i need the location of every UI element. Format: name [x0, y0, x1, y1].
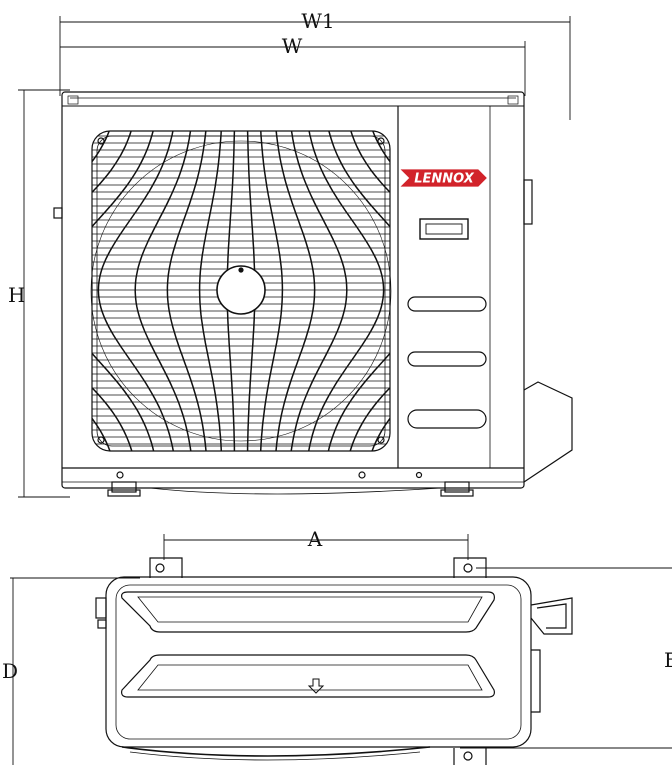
dimension-lines-top: [10, 534, 672, 765]
foot-left: [111, 481, 137, 493]
top-plan-view: [10, 534, 672, 765]
handle-slot-3: [407, 409, 487, 429]
grille-rib: [92, 131, 133, 451]
fan-grille: [90, 130, 392, 452]
unit-body-top: [105, 576, 532, 748]
grille-rib: [97, 131, 175, 451]
grille-rib: [134, 131, 192, 451]
grille-rib: [327, 131, 390, 451]
front-elevation-view: LENNOX: [18, 16, 573, 498]
grille-rib: [166, 131, 207, 451]
grille-rib: [349, 131, 390, 451]
grille-rib: [198, 131, 223, 451]
grille-rib: [275, 131, 316, 451]
fan-hub: [216, 265, 266, 315]
handle-slot-1: [407, 296, 487, 312]
grille-rib: [307, 131, 385, 451]
dim-label-h: H: [8, 283, 25, 307]
dim-label-e: E: [664, 648, 672, 672]
dim-label-w: W: [282, 34, 303, 58]
dim-label-w1: W1: [301, 9, 334, 33]
casing-outline: [61, 91, 525, 489]
dim-label-d: D: [2, 659, 18, 683]
indicator-window: [419, 218, 469, 240]
svg-text:LENNOX: LENNOX: [414, 172, 475, 187]
foot-right: [444, 481, 470, 493]
dim-label-a: A: [307, 527, 323, 551]
grille-rib: [259, 131, 284, 451]
dimension-lines: [18, 16, 571, 498]
grille-rib: [92, 131, 155, 451]
grille-rib: [290, 131, 348, 451]
handle-slot-2: [407, 351, 487, 367]
lennox-logo: LENNOX: [400, 169, 487, 187]
